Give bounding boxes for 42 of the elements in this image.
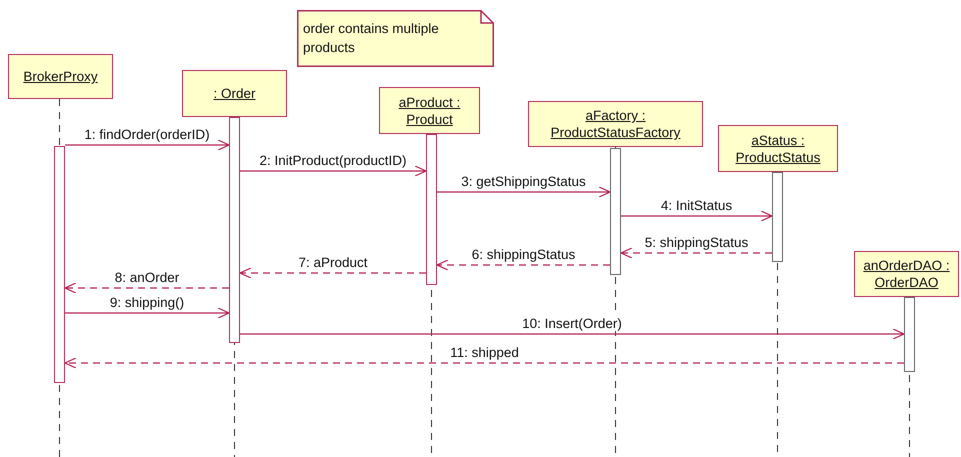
message-label: 11: shipped <box>448 345 521 360</box>
activation-bar <box>229 117 240 343</box>
message-arrow <box>437 186 611 198</box>
message-arrow <box>65 139 230 151</box>
message-label: 9: shipping() <box>108 295 186 310</box>
object-name: aFactory : ProductStatusFactory <box>550 107 682 141</box>
message-label: 3: getShippingStatus <box>459 174 588 189</box>
object-box <box>528 101 703 147</box>
message-arrow <box>240 165 427 177</box>
note <box>297 10 494 67</box>
message-arrow <box>436 259 610 271</box>
activation-bar <box>904 297 915 372</box>
message-label: 10: Insert(Order) <box>520 316 624 331</box>
activation-bar <box>54 146 65 383</box>
message-arrow <box>65 307 230 319</box>
object-box <box>8 54 113 99</box>
note-text: order contains multiple products <box>303 20 440 57</box>
message-arrow <box>620 247 772 259</box>
activation-bar <box>610 148 621 275</box>
object-name: anOrderDAO : OrderDAO <box>862 257 951 291</box>
message-label: 7: aProduct <box>296 255 370 270</box>
message-arrow <box>239 267 426 279</box>
object-box <box>182 70 287 117</box>
message-label: 6: shippingStatus <box>470 247 578 262</box>
message-label: 2: InitProduct(productID) <box>257 153 409 168</box>
object-name: aProduct : Product <box>398 94 462 128</box>
message-arrow <box>621 210 773 222</box>
object-box <box>379 87 480 134</box>
message-arrow <box>64 282 229 294</box>
object-name: : Order <box>213 85 256 102</box>
message-label: 4: InitStatus <box>658 198 734 213</box>
object-name: aStatus : ProductStatus <box>734 132 822 166</box>
object-box <box>854 251 959 297</box>
message-arrow <box>240 328 905 340</box>
message-label: 5: shippingStatus <box>642 235 750 250</box>
object-name: BrokerProxy <box>23 68 98 85</box>
message-label: 8: anOrder <box>112 270 182 285</box>
activation-bar <box>426 134 437 285</box>
message-label: 1: findOrder(orderID) <box>82 127 212 142</box>
object-box <box>718 125 838 172</box>
activation-bar <box>772 172 783 262</box>
message-arrow <box>64 357 904 369</box>
